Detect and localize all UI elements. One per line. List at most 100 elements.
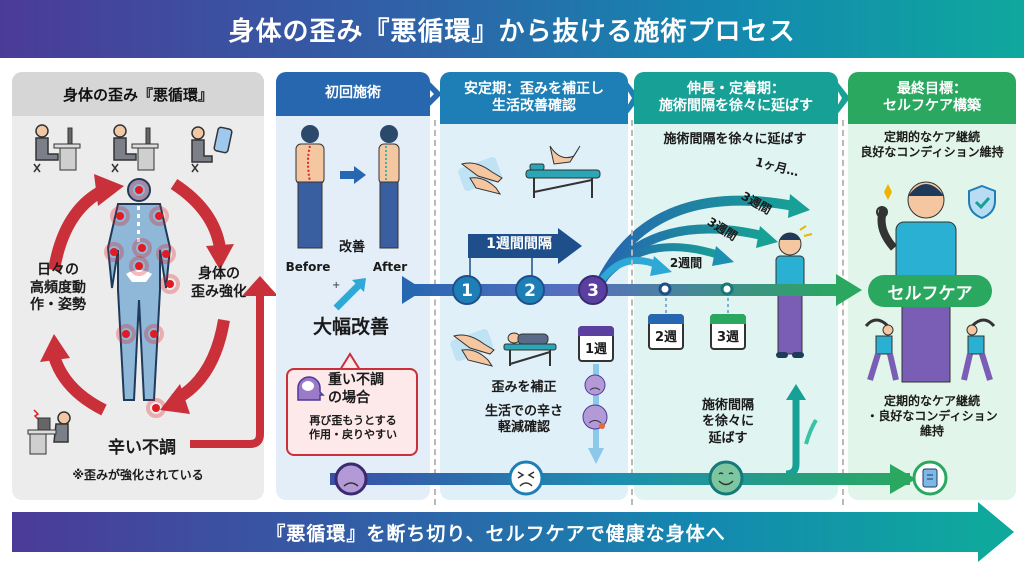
final-goal-caption: 定期的なケア継続 ・良好なコンディション 維持 bbox=[852, 394, 1012, 439]
stage-header-line: 最終目標： bbox=[897, 80, 967, 97]
caption-line: 延ばす bbox=[708, 430, 748, 446]
calendar-1-week: 1週 bbox=[578, 326, 614, 362]
after-label: After bbox=[372, 260, 408, 274]
page-title: 身体の歪み『悪循環』から抜ける施術プロセス bbox=[228, 16, 796, 47]
correction-label: 歪みを補正 bbox=[491, 380, 557, 395]
smartphone-user-icon bbox=[191, 126, 233, 173]
step-circle-3: 3 bbox=[578, 275, 608, 305]
chevron-right-icon bbox=[626, 80, 640, 116]
stage-divider bbox=[631, 120, 633, 505]
rising-arrow-icon bbox=[785, 384, 818, 478]
stage-header-line: 伸長・定着期： bbox=[687, 80, 785, 97]
extension-subtitle: 施術間隔を徐々に延ばす bbox=[663, 132, 807, 147]
svg-text:+: + bbox=[332, 280, 340, 291]
warning-body: 再び歪もうとする 作用・戻りやすい bbox=[290, 414, 416, 442]
caption-line: ・良好なコンディション bbox=[866, 409, 998, 423]
caption-line: 施術間隔 bbox=[701, 398, 754, 413]
stage-header: 安定期：歪みを補正し 生活改善確認 bbox=[440, 72, 628, 124]
stressed-worker-icon bbox=[27, 409, 71, 455]
step-circle-1: 1 bbox=[452, 275, 482, 305]
mood-timeline bbox=[330, 464, 916, 494]
desk-worker-icon bbox=[33, 124, 81, 173]
calendar-2-weeks: 2週 bbox=[648, 314, 684, 350]
stage-header-line: セルフケア構築 bbox=[883, 98, 981, 114]
treatment-table-icon bbox=[525, 145, 601, 198]
hands-massage-icon bbox=[450, 329, 495, 367]
cycle-note: ※歪みが強化されている bbox=[72, 468, 204, 482]
step-number: 2 bbox=[524, 281, 536, 301]
stage-divider bbox=[434, 120, 436, 505]
cycle-label-line: 歪み強化 bbox=[191, 283, 247, 300]
extend-interval-caption: 施術間隔 を徐々に 延ばす bbox=[690, 398, 766, 447]
self-care-pill: セルフケア bbox=[868, 275, 992, 307]
vicious-cycle-header: 身体の歪み『悪循環』 bbox=[12, 72, 264, 116]
cycle-label-pain: 辛い不調 bbox=[108, 438, 176, 458]
timeline-node bbox=[658, 282, 672, 296]
warning-body-line: 再び歪もうとする bbox=[309, 414, 397, 427]
stage-header-line: 安定期：歪みを補正し bbox=[464, 80, 604, 97]
clipboard-icon bbox=[912, 460, 948, 496]
arrow-right-icon bbox=[340, 166, 366, 184]
brain-head-icon bbox=[297, 376, 325, 401]
relief-check-label: 生活での辛さ 軽減確認 bbox=[474, 404, 574, 437]
sad-face-icon bbox=[584, 374, 606, 396]
stage-header-line: 初回施術 bbox=[325, 85, 381, 102]
footer-banner: 『悪循環』を断ち切り、セルフケアで健康な身体へ bbox=[12, 512, 980, 552]
cycle-label-distortion: 身体の 歪み強化 bbox=[186, 266, 252, 301]
distressed-face-icon bbox=[334, 462, 368, 496]
timeline-node bbox=[720, 282, 734, 296]
uncomfortable-face-icon bbox=[508, 460, 544, 496]
stage-header: 初回施術 bbox=[276, 72, 430, 116]
step-circle-2: 2 bbox=[515, 275, 545, 305]
interval-2-weeks: 2週間 bbox=[669, 256, 703, 270]
step-number: 3 bbox=[587, 281, 599, 301]
stage-divider bbox=[842, 120, 844, 505]
crying-face-icon bbox=[582, 404, 608, 430]
cycle-label-habits: 日々の 高頻度動 作・姿勢 bbox=[22, 262, 94, 315]
subtitle-line: 定期的なケア継続 bbox=[883, 130, 980, 144]
happy-face-icon bbox=[708, 460, 744, 496]
desk-worker-icon bbox=[111, 124, 159, 173]
cycle-label-line: 日々の bbox=[37, 262, 79, 278]
title-banner: 身体の歪み『悪循環』から抜ける施術プロセス bbox=[0, 0, 1024, 58]
stretching-person-icon bbox=[864, 318, 899, 381]
calendar-3-weeks: 3週 bbox=[710, 314, 746, 350]
cycle-label-line: 作・姿勢 bbox=[30, 297, 86, 313]
interval-curves bbox=[597, 194, 810, 283]
cycle-label-line: 高頻度動 bbox=[30, 279, 86, 296]
exit-arrow bbox=[190, 276, 278, 448]
stage-header-line: 生活改善確認 bbox=[492, 98, 576, 114]
warning-title-line: 重い不調 bbox=[328, 372, 384, 388]
warning-title-line: の場合 bbox=[328, 389, 370, 406]
stage-header-line: 施術間隔を徐々に延ばす bbox=[659, 98, 813, 114]
major-improvement-label: 大幅改善 bbox=[312, 316, 389, 338]
after-side-icon bbox=[378, 125, 400, 249]
before-back-icon bbox=[295, 125, 325, 249]
weekly-interval-label: 1週間間隔 bbox=[486, 236, 552, 252]
shield-check-icon bbox=[968, 184, 996, 220]
rising-arrow-icon: + bbox=[332, 278, 366, 311]
caption-line: を徐々に bbox=[701, 414, 754, 430]
treatment-table-icon bbox=[503, 332, 557, 366]
caption-line: 維持 bbox=[919, 424, 944, 438]
chevron-right-icon bbox=[428, 80, 442, 108]
hands-massage-icon bbox=[458, 157, 503, 195]
before-label: Before bbox=[285, 260, 331, 274]
cycle-label-line: 身体の bbox=[198, 266, 240, 282]
improvement-label: 改善 bbox=[338, 240, 365, 255]
final-goal-subtitle: 定期的なケア継続 良好なコンディション維持 bbox=[850, 130, 1014, 160]
stage-header: 伸長・定着期： 施術間隔を徐々に延ばす bbox=[634, 72, 838, 124]
relief-check-line: 生活での辛さ bbox=[484, 404, 563, 419]
stage-header: 最終目標： セルフケア構築 bbox=[848, 72, 1016, 124]
footer-message: 『悪循環』を断ち切り、セルフケアで健康な身体へ bbox=[266, 522, 726, 545]
warning-body-line: 作用・戻りやすい bbox=[309, 427, 397, 441]
caption-line: 定期的なケア継続 bbox=[883, 394, 980, 408]
subtitle-line: 良好なコンディション維持 bbox=[860, 145, 1004, 159]
connector-dashes bbox=[665, 292, 729, 314]
body-pain-points-icon bbox=[104, 178, 180, 418]
stretching-person-icon bbox=[961, 318, 996, 381]
warning-title: 重い不調 の場合 bbox=[328, 372, 414, 407]
happy-person-icon bbox=[775, 225, 813, 358]
relief-check-line: 軽減確認 bbox=[497, 420, 550, 436]
chevron-right-icon bbox=[836, 80, 850, 116]
